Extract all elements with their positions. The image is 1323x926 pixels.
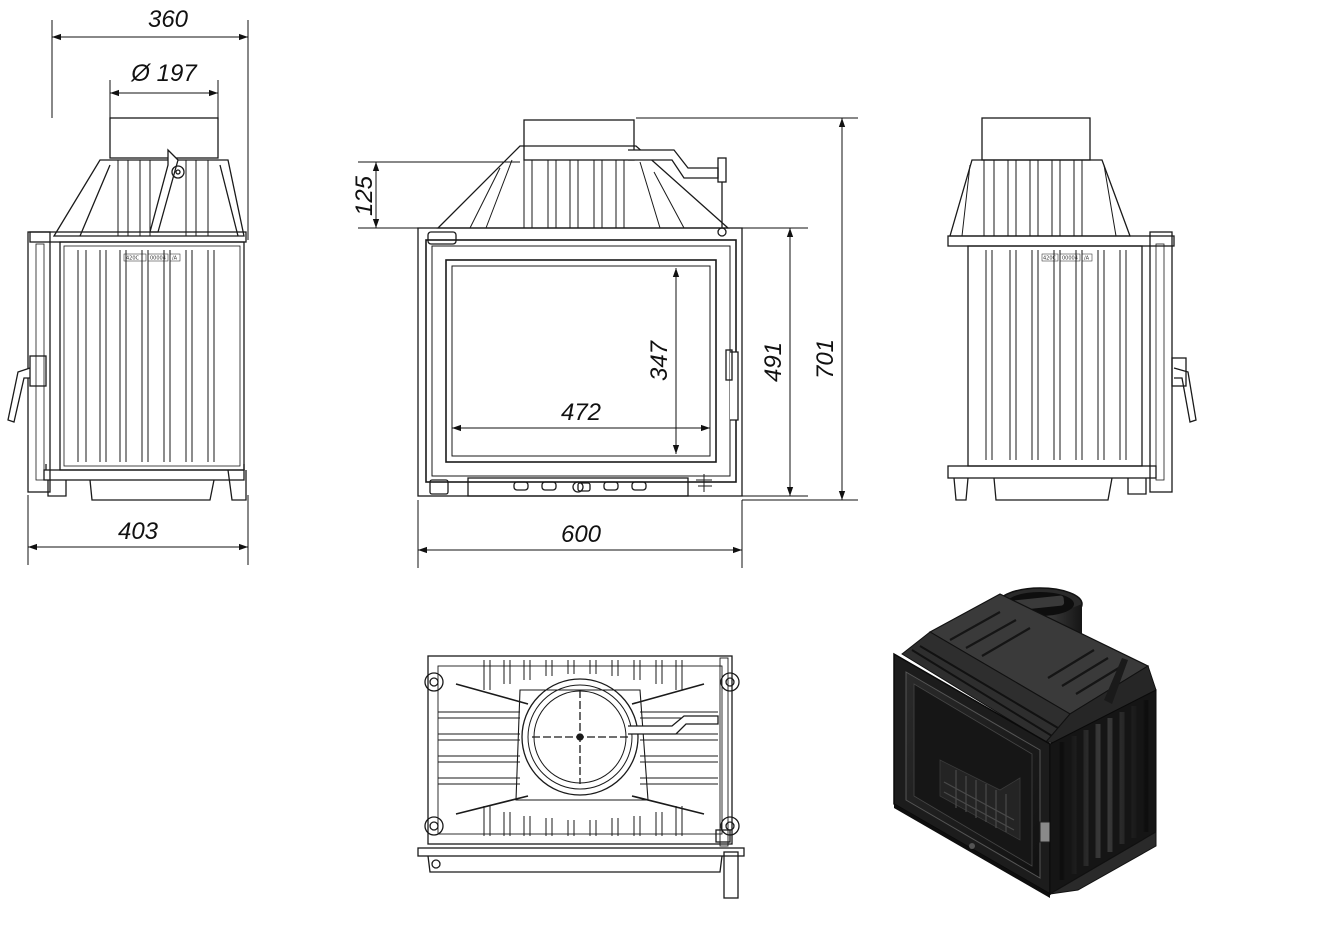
dim-body-height: 491	[760, 342, 787, 382]
flue-collar-right	[981, 117, 1091, 161]
hood-right	[949, 159, 1131, 237]
plate-mark-left-2: 00004	[150, 256, 166, 262]
corner-lug-bl	[424, 816, 444, 836]
dim-side-depth: 360	[148, 6, 189, 33]
front-handle-top	[723, 851, 739, 899]
door-handle-right	[1173, 367, 1197, 423]
door-handle-front	[730, 351, 739, 421]
dimension-lines-front	[358, 117, 858, 568]
body-right	[967, 245, 1143, 467]
door-outer	[425, 239, 737, 483]
dim-total-height: 701	[812, 339, 839, 379]
glass-panel	[445, 259, 717, 463]
door-frame-right	[1149, 231, 1173, 493]
dim-glass-width: 472	[561, 399, 601, 426]
hood-left	[52, 159, 245, 237]
air-control-lever-top	[628, 715, 719, 735]
body-left	[59, 241, 245, 471]
air-control-lever-left	[149, 148, 179, 233]
isometric-render	[893, 587, 1157, 898]
plate-mark-left-1: 420C	[126, 256, 140, 262]
top-view	[417, 655, 745, 899]
plate-mark-right-2: 00004	[1062, 256, 1078, 262]
plate-mark-left-3: /A	[172, 256, 178, 262]
hood-front	[436, 145, 730, 229]
flue-top-outer	[521, 678, 639, 796]
door-frame-left	[27, 231, 51, 493]
dim-top-height: 125	[351, 175, 378, 216]
door-handle-left	[7, 367, 31, 423]
front-view	[417, 119, 743, 497]
dim-side-width: 403	[118, 518, 159, 545]
flue-collar-front	[523, 119, 635, 161]
flue-collar-left	[109, 117, 219, 159]
side-view-right	[947, 117, 1197, 501]
air-control-lever-front	[628, 149, 719, 179]
dim-front-width: 600	[561, 521, 602, 548]
side-view-left	[7, 117, 247, 501]
corner-lug-tl	[424, 672, 444, 692]
dim-glass-height: 347	[646, 339, 673, 381]
dimension-lines-left	[27, 20, 249, 565]
plate-mark-right-1: 420C	[1043, 256, 1057, 262]
top-outline	[427, 655, 733, 845]
dim-flue-diameter: Ø 197	[130, 60, 198, 87]
corner-lug-tr	[720, 672, 740, 692]
front-door-strip	[417, 847, 745, 857]
plate-mark-right-3: /A	[1084, 256, 1090, 262]
